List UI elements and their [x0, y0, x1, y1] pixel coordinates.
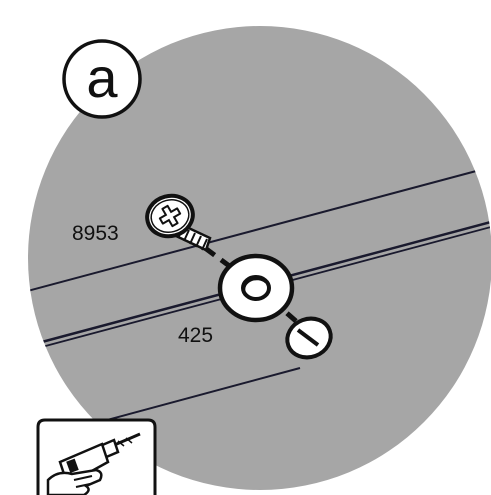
- step-letter: a: [86, 46, 118, 109]
- tool-box: [36, 418, 157, 495]
- power-drill-icon: [46, 432, 141, 495]
- phillips-cross-icon: [158, 204, 182, 228]
- washer-part: [217, 253, 295, 323]
- washer-part-label: 425: [178, 324, 213, 347]
- screw-part: [145, 193, 212, 252]
- screw-part-label: 8953: [72, 222, 119, 245]
- cover-cap-part: [285, 316, 333, 360]
- panel-edge-top: [28, 169, 481, 294]
- step-badge: a: [62, 39, 142, 119]
